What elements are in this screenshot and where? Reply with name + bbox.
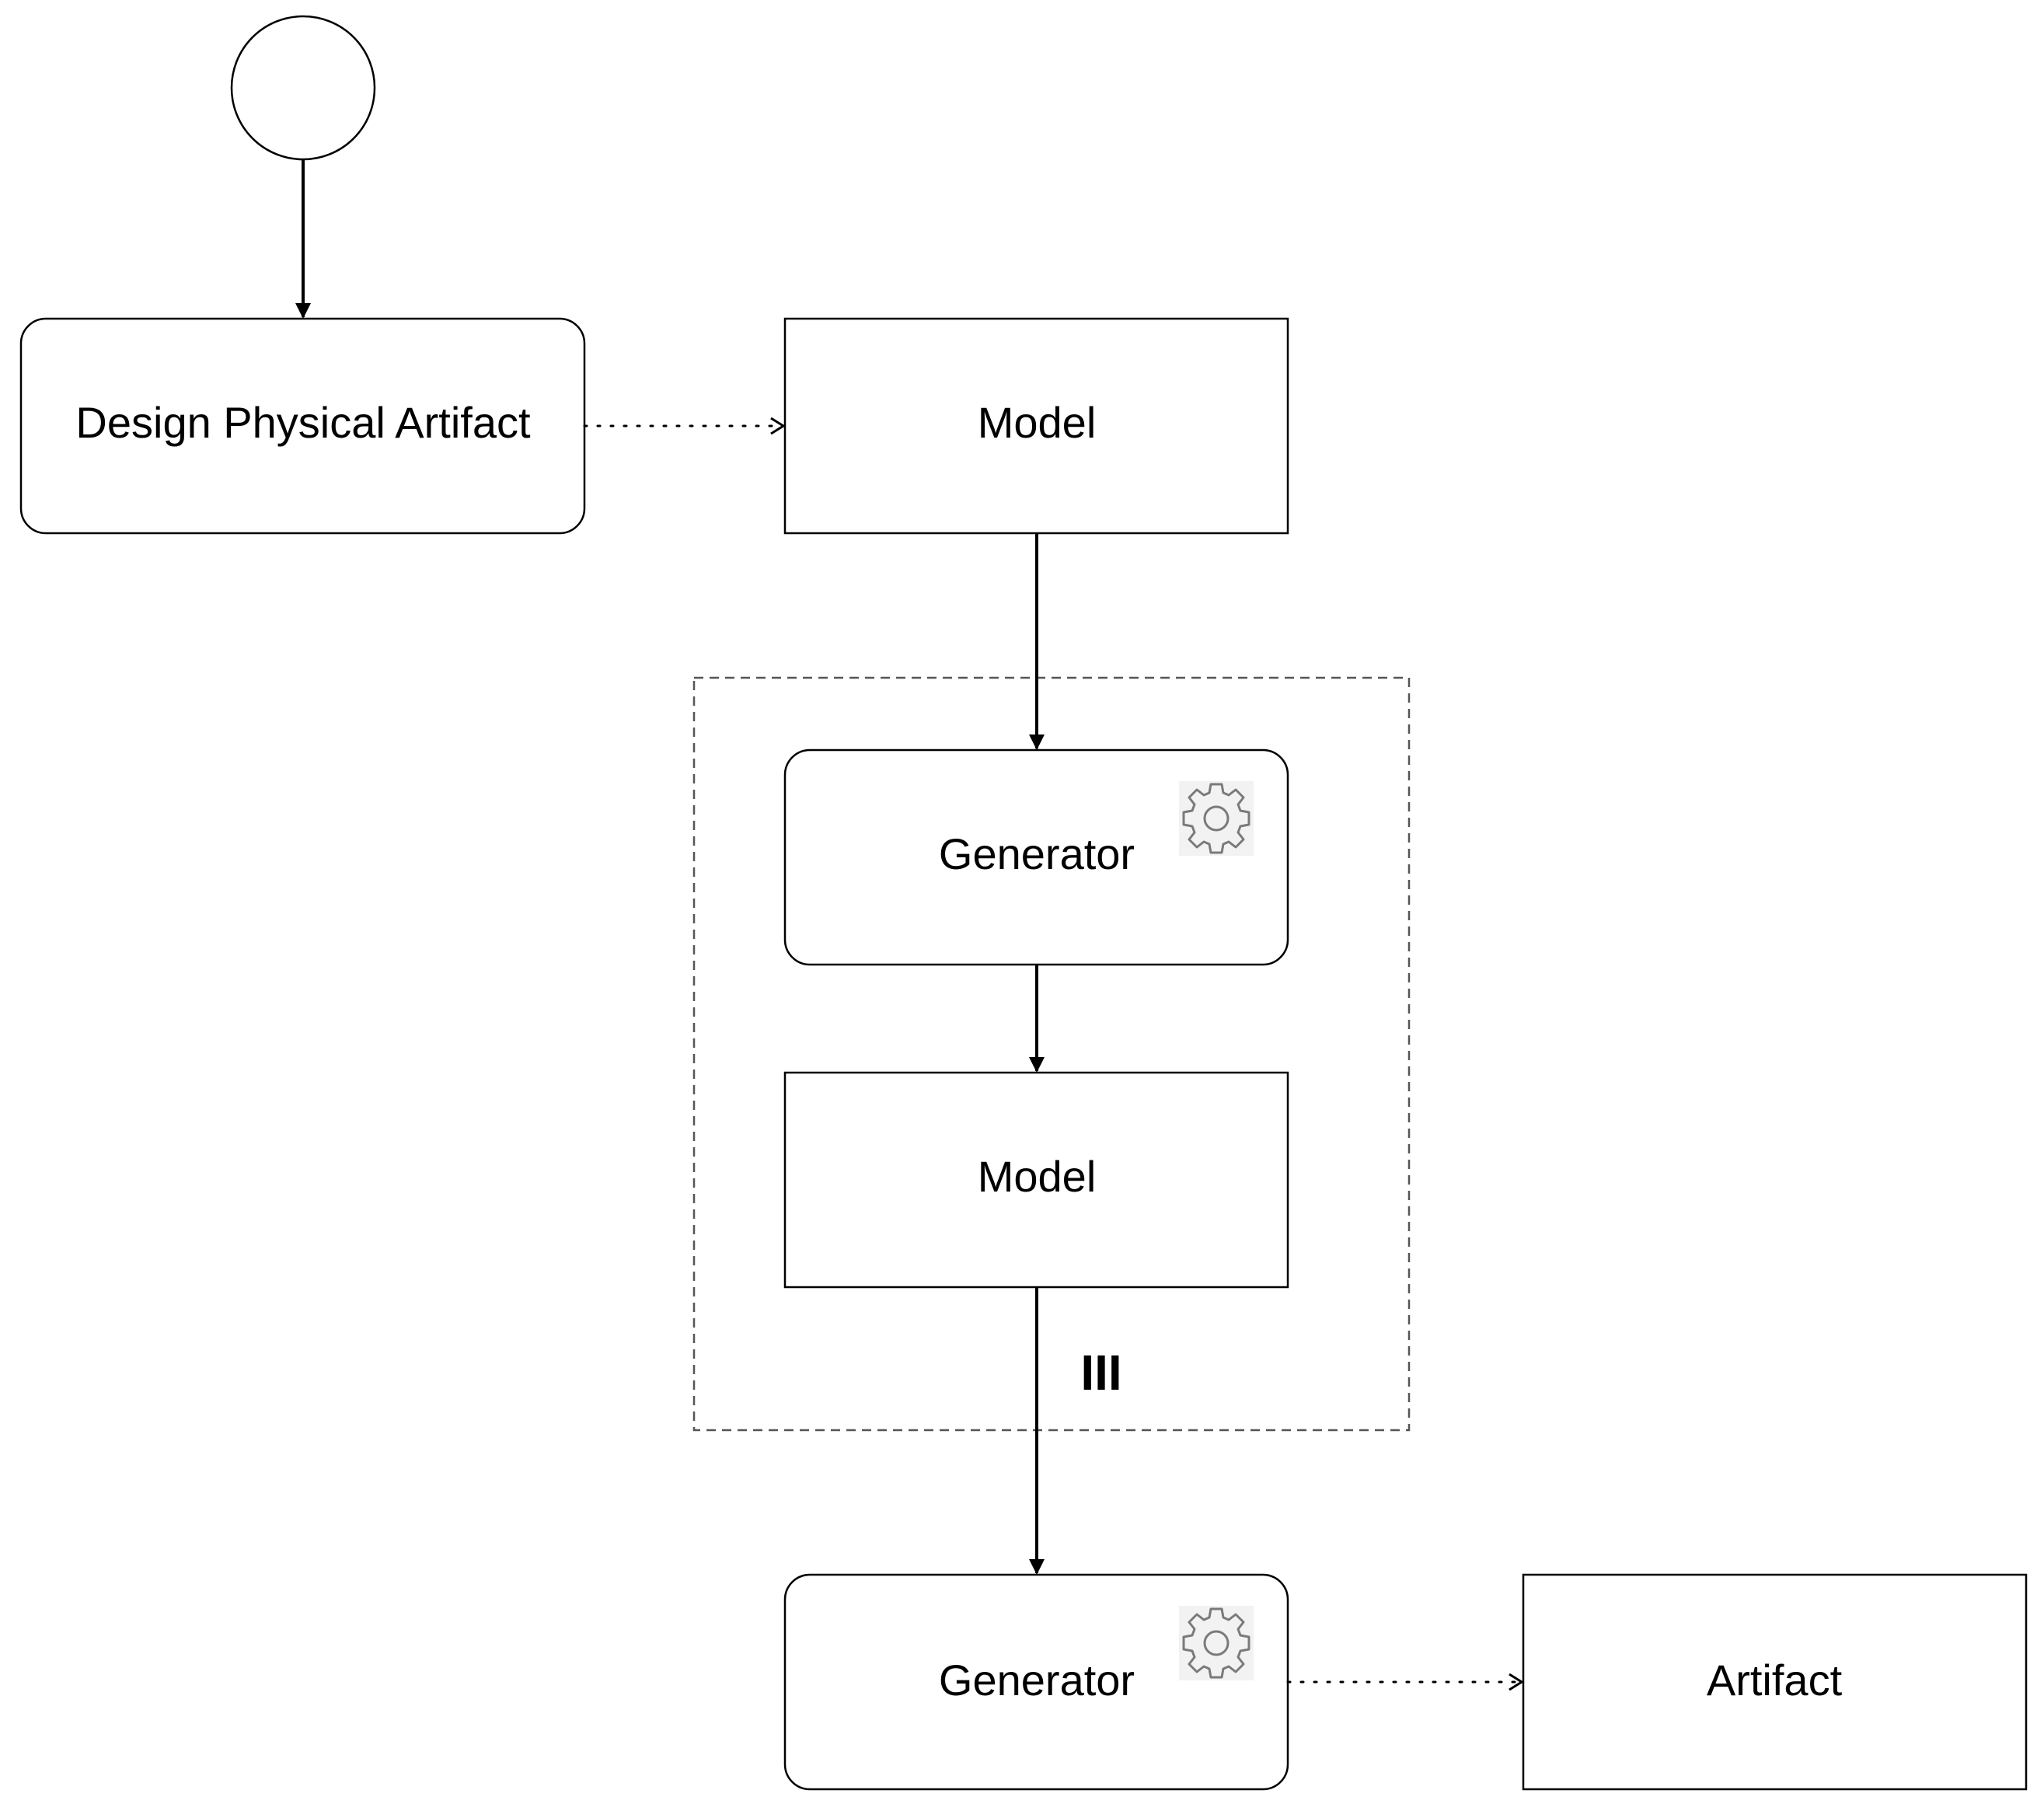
model-inner: Model	[783, 1071, 1289, 1289]
model-top: Model	[783, 317, 1289, 535]
gear-icon	[1179, 781, 1254, 856]
model-top-label: Model	[978, 398, 1097, 447]
artifact-label: Artifact	[1707, 1656, 1843, 1705]
design-task-label: Design Physical Artifact	[75, 398, 531, 447]
multi-instance-marker: III	[1080, 1345, 1121, 1401]
loop-group	[692, 676, 1411, 1432]
generator-bottom-label: Generator	[939, 1656, 1135, 1705]
start-event	[230, 15, 376, 161]
artifact: Artifact	[1522, 1573, 2028, 1791]
model-inner-label: Model	[978, 1152, 1097, 1201]
generator-inner-label: Generator	[939, 829, 1135, 878]
design-physical-artifact-task: Design Physical Artifact	[19, 317, 586, 535]
generator-inner: Generator	[783, 748, 1289, 966]
gear-icon	[1179, 1606, 1254, 1680]
generator-bottom: Generator	[783, 1573, 1289, 1791]
